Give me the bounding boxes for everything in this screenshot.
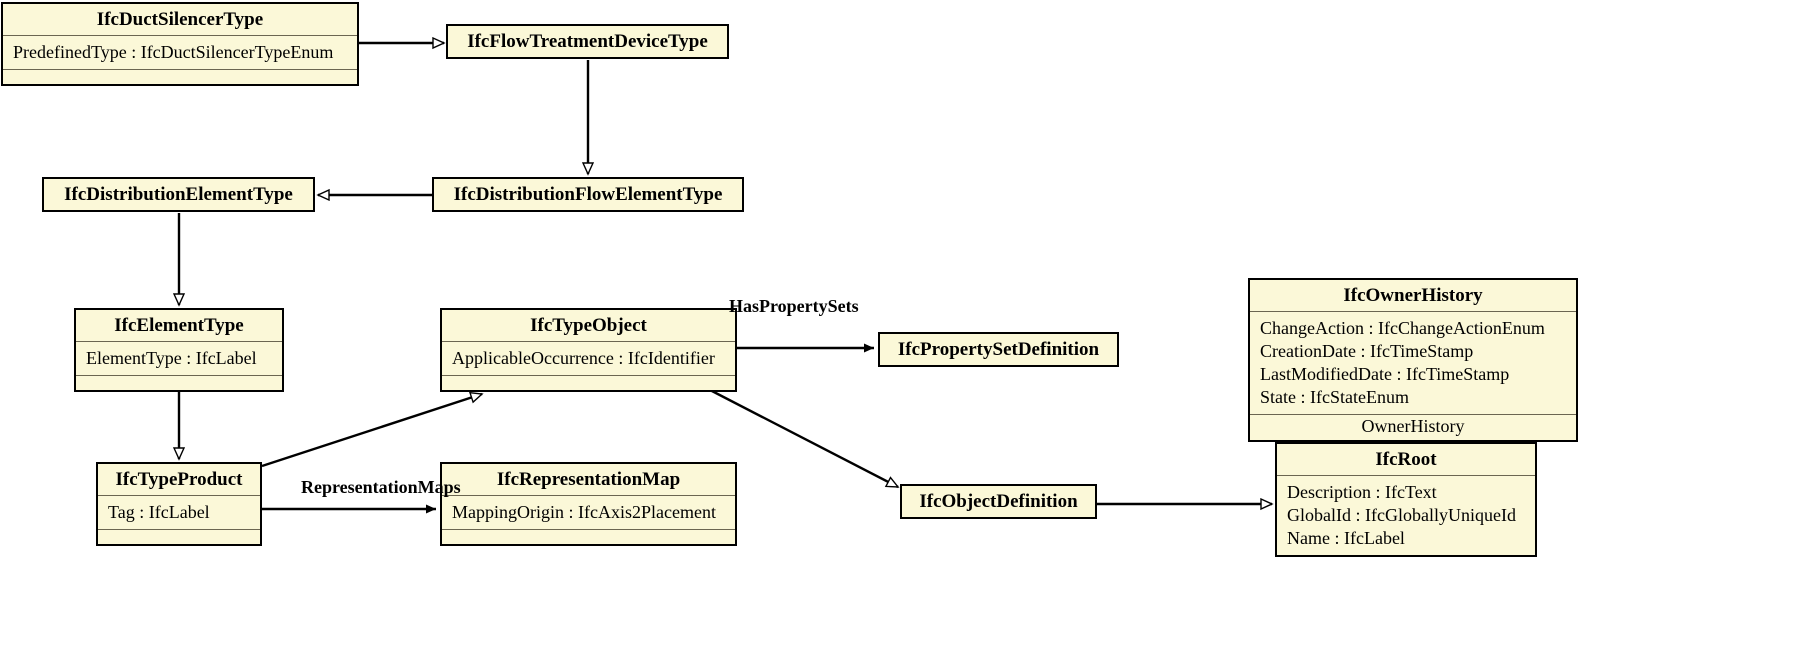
class-box-ifcductsilencertype[interactable]: IfcDuctSilencerType PredefinedType : Ifc…	[1, 2, 359, 87]
class-attributes: ChangeAction : IfcChangeActionEnum Creat…	[1250, 312, 1576, 414]
attribute-row: PredefinedType : IfcDuctSilencerTypeEnum	[13, 42, 334, 63]
class-box-ifcflowtreatmentdevicetype[interactable]: IfcFlowTreatmentDeviceType	[446, 24, 729, 60]
class-title: IfcDuctSilencerType	[96, 9, 264, 30]
attribute-row: ChangeAction : IfcChangeActionEnum	[1260, 318, 1545, 339]
edge-typeproduct-to-typeobject	[261, 394, 482, 468]
attribute-row: LastModifiedDate : IfcTimeStamp	[1260, 364, 1510, 385]
class-title: IfcObjectDefinition	[919, 491, 1078, 512]
class-attributes: PredefinedType : IfcDuctSilencerTypeEnum	[3, 36, 357, 69]
class-attributes: Description : IfcText GlobalId : IfcGlob…	[1277, 476, 1535, 555]
class-divider	[1277, 475, 1535, 477]
class-title: IfcTypeProduct	[115, 469, 243, 490]
class-title: IfcFlowTreatmentDeviceType	[467, 31, 708, 52]
class-box-ifctypeproduct[interactable]: IfcTypeProduct Tag : IfcLabel	[96, 462, 262, 547]
class-title: IfcOwnerHistory	[1343, 285, 1483, 306]
class-title: IfcElementType	[114, 315, 244, 336]
edge-label-haspropertysets: HasPropertySets	[729, 296, 859, 316]
attribute-row: CreationDate : IfcTimeStamp	[1260, 341, 1474, 362]
class-title: IfcDistributionFlowElementType	[453, 184, 723, 205]
class-title: IfcRepresentationMap	[496, 469, 681, 490]
class-operations	[3, 70, 357, 84]
attribute-row: ElementType : IfcLabel	[86, 348, 257, 369]
class-operations	[442, 530, 735, 544]
association-role-ownerhistory: OwnerHistory	[1361, 416, 1465, 437]
class-box-ifcroot[interactable]: IfcRoot Description : IfcText GlobalId :…	[1275, 442, 1537, 558]
class-divider	[1250, 311, 1576, 313]
class-box-ifcdistributionflowelementtype[interactable]: IfcDistributionFlowElementType	[432, 177, 744, 213]
class-divider	[1250, 414, 1576, 416]
class-divider	[76, 341, 282, 343]
attribute-row: Description : IfcText	[1287, 482, 1437, 503]
class-divider	[442, 341, 735, 343]
attribute-row: State : IfcStateEnum	[1260, 387, 1409, 408]
class-divider	[76, 375, 282, 377]
class-operations	[76, 376, 282, 390]
class-operations	[98, 530, 260, 544]
class-divider	[98, 495, 260, 497]
class-divider	[442, 495, 735, 497]
class-attributes: ElementType : IfcLabel	[76, 342, 282, 375]
class-box-ifcobjectdefinition[interactable]: IfcObjectDefinition	[900, 484, 1097, 520]
class-title: IfcRoot	[1375, 449, 1437, 470]
class-operations	[442, 376, 735, 390]
class-title: IfcDistributionElementType	[64, 184, 293, 205]
class-attributes: Tag : IfcLabel	[98, 496, 260, 529]
attribute-row: Tag : IfcLabel	[108, 502, 210, 523]
class-title: IfcTypeObject	[530, 315, 647, 336]
class-divider	[442, 529, 735, 531]
attribute-row: GlobalId : IfcGloballyUniqueId	[1287, 505, 1516, 526]
class-title: IfcPropertySetDefinition	[897, 339, 1100, 360]
class-box-ifcelementtype[interactable]: IfcElementType ElementType : IfcLabel	[74, 308, 284, 393]
class-box-ifcrepresentationmap[interactable]: IfcRepresentationMap MappingOrigin : Ifc…	[440, 462, 737, 547]
attribute-row: Name : IfcLabel	[1287, 528, 1405, 549]
class-divider	[3, 35, 357, 37]
class-box-ifcdistributionelementtype[interactable]: IfcDistributionElementType	[42, 177, 315, 213]
class-divider	[3, 69, 357, 71]
edge-label-representationmaps: RepresentationMaps	[301, 477, 461, 497]
class-box-ifcpropertysetdefinition[interactable]: IfcPropertySetDefinition	[878, 332, 1119, 368]
class-box-ifcownerhistory[interactable]: IfcOwnerHistory ChangeAction : IfcChange…	[1248, 278, 1578, 442]
edge-typeobject-to-objectdefinition	[709, 388, 898, 489]
class-attributes: ApplicableOccurrence : IfcIdentifier	[442, 342, 735, 375]
attribute-row: MappingOrigin : IfcAxis2Placement	[452, 502, 716, 523]
class-box-ifctypeobject[interactable]: IfcTypeObject ApplicableOccurrence : Ifc…	[440, 308, 737, 393]
class-divider	[442, 375, 735, 377]
attribute-row: ApplicableOccurrence : IfcIdentifier	[452, 348, 715, 369]
class-divider	[98, 529, 260, 531]
class-attributes: MappingOrigin : IfcAxis2Placement	[442, 496, 735, 529]
